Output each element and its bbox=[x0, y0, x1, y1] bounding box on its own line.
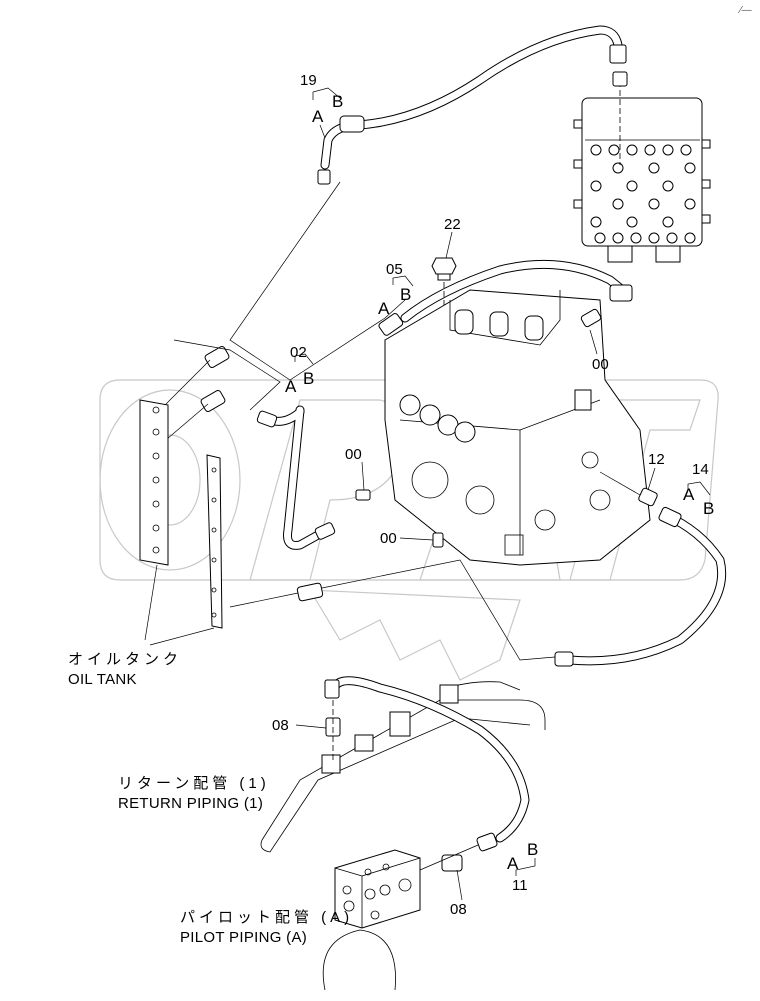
valve-port bbox=[590, 180, 602, 192]
callout-05-a: A bbox=[378, 299, 390, 318]
callout-11-a: A bbox=[507, 854, 519, 873]
callout-05-number: 05 bbox=[386, 261, 403, 278]
caption-oil-tank: オイルタンク OIL TANK bbox=[68, 650, 182, 690]
callout-11-b: B bbox=[527, 840, 539, 859]
valve-port bbox=[626, 180, 638, 192]
valve-port bbox=[590, 216, 602, 228]
callout-00-mid: 00 bbox=[345, 446, 362, 463]
callout-12-number: 12 bbox=[648, 451, 665, 468]
caption-pilot-piping-en: PILOT PIPING (A) bbox=[180, 929, 308, 946]
oil-tank-plate-left bbox=[139, 399, 169, 566]
control-valve bbox=[384, 289, 651, 566]
valve-port bbox=[626, 216, 638, 228]
valve-port bbox=[684, 232, 696, 244]
caption-return-piping-en: RETURN PIPING (1) bbox=[118, 795, 264, 812]
caption-pilot-piping-jp: パイロット配管 (A) bbox=[180, 909, 354, 926]
valve-port bbox=[666, 232, 678, 244]
valve-port bbox=[648, 232, 660, 244]
leader-lines bbox=[144, 87, 711, 901]
fitting-00-mid bbox=[355, 489, 371, 501]
caption-oil-tank-jp: オイルタンク bbox=[68, 651, 183, 668]
caption-oil-tank-en: OIL TANK bbox=[68, 671, 137, 688]
valve-port bbox=[662, 216, 674, 228]
valve-port bbox=[612, 198, 624, 210]
valve-port bbox=[662, 144, 674, 156]
callout-19-a: A bbox=[312, 107, 324, 126]
hose-05 bbox=[378, 259, 633, 336]
callout-14-a: A bbox=[683, 485, 695, 504]
pilot-valve-block bbox=[573, 97, 711, 263]
callout-08-upper: 08 bbox=[272, 717, 289, 734]
valve-port bbox=[594, 232, 606, 244]
valve-port bbox=[680, 144, 692, 156]
callout-02-a: A bbox=[285, 377, 297, 396]
pilot-valve-a bbox=[322, 849, 421, 991]
valve-port bbox=[608, 144, 620, 156]
valve-port bbox=[648, 198, 660, 210]
fitting-00-low bbox=[432, 532, 444, 548]
hose-11 bbox=[324, 676, 530, 852]
callout-11-number: 11 bbox=[512, 877, 528, 894]
caption-pilot-piping: パイロット配管 (A) PILOT PIPING (A) bbox=[180, 908, 353, 948]
callout-00-low: 00 bbox=[380, 530, 397, 547]
tee-fitting-lower bbox=[229, 559, 556, 661]
callout-02-b: B bbox=[303, 369, 315, 388]
caption-return-piping-jp: リターン配管 (1) bbox=[118, 775, 270, 792]
valve-port bbox=[684, 162, 696, 174]
valve-port bbox=[662, 180, 674, 192]
corner-mark: ⁄— bbox=[740, 5, 752, 16]
valve-port bbox=[644, 144, 656, 156]
valve-port bbox=[630, 232, 642, 244]
valve-port bbox=[612, 232, 624, 244]
valve-port bbox=[590, 144, 602, 156]
caption-return-piping: リターン配管 (1) RETURN PIPING (1) bbox=[118, 774, 270, 814]
return-pipe bbox=[260, 681, 546, 853]
oil-tank-plate-right bbox=[206, 454, 223, 629]
valve-port bbox=[612, 162, 624, 174]
callout-19-b: B bbox=[332, 92, 344, 111]
valve-port bbox=[648, 162, 660, 174]
valve-port bbox=[626, 144, 638, 156]
callout-05-b: B bbox=[400, 285, 412, 304]
callout-08-lower: 08 bbox=[450, 901, 467, 918]
callout-02-number: 02 bbox=[290, 344, 307, 361]
hose-19 bbox=[317, 25, 627, 185]
hose-14 bbox=[554, 471, 727, 667]
callout-00-top: 00 bbox=[592, 356, 609, 373]
callout-14-b: B bbox=[703, 499, 715, 518]
callout-14-number: 14 bbox=[692, 461, 709, 478]
callout-22-number: 22 bbox=[444, 216, 461, 233]
fitting-00-top bbox=[580, 308, 602, 328]
valve-port bbox=[684, 198, 696, 210]
callout-19-number: 19 bbox=[300, 72, 317, 89]
hose-02 bbox=[256, 405, 336, 550]
pilot-adapter bbox=[612, 71, 628, 87]
fitting-08-lower bbox=[441, 854, 463, 872]
